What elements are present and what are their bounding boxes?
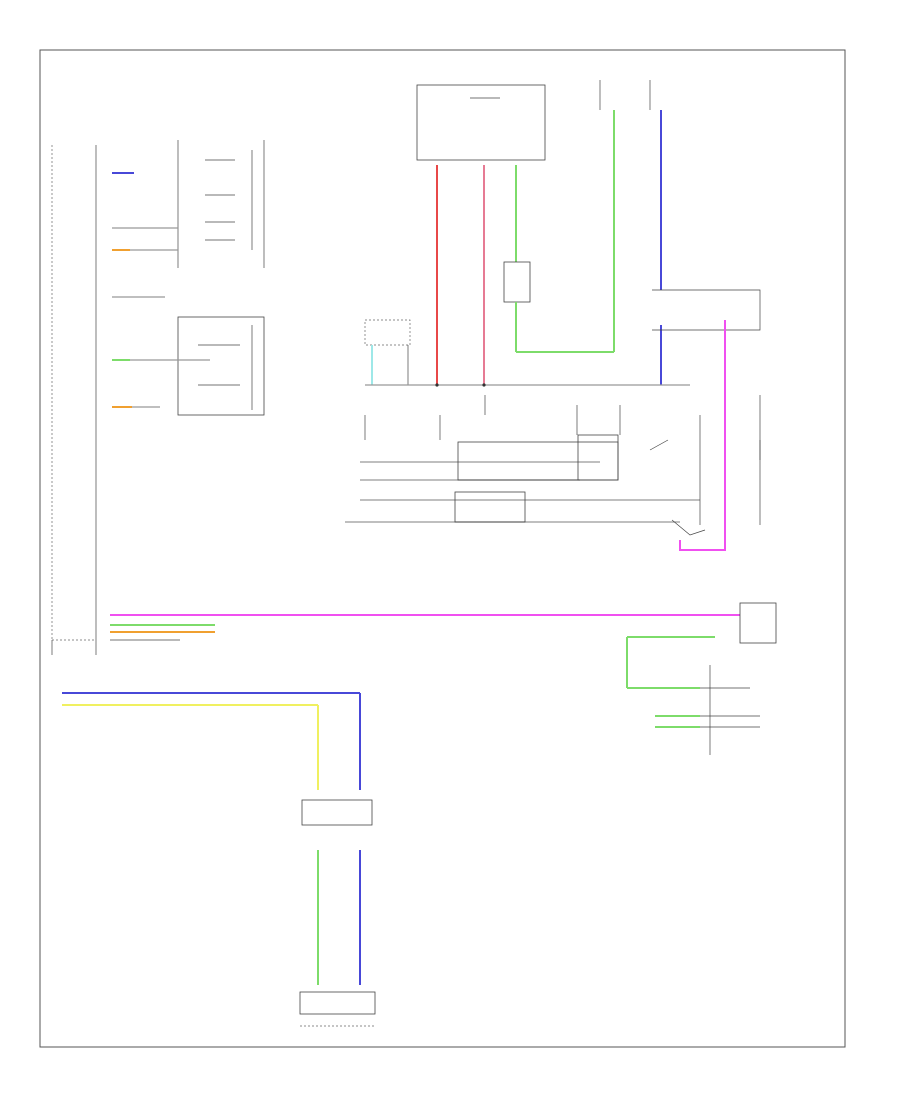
top-control-unit <box>416 80 761 385</box>
diagram-frame <box>39 49 846 1048</box>
magenta-wire-right <box>679 320 726 551</box>
center-junction <box>345 319 761 536</box>
main-harness <box>51 602 777 755</box>
lower-sensor-circuit <box>62 692 376 1027</box>
left-switch-assembly <box>51 140 265 640</box>
